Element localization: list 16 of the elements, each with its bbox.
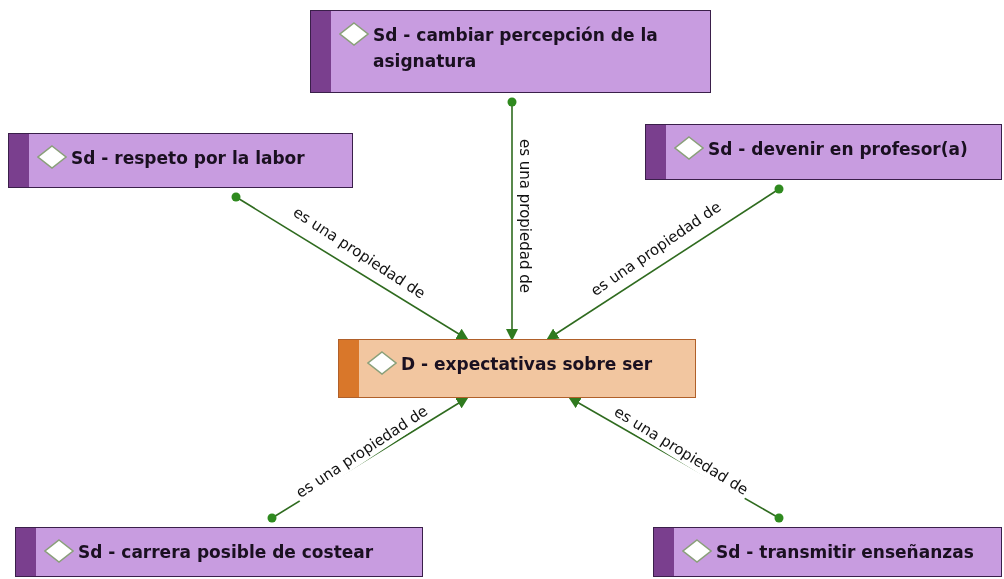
node-label: Sd - carrera posible de costear bbox=[78, 541, 374, 564]
node-label: Sd - transmitir enseñanzas bbox=[716, 541, 974, 564]
code-box bbox=[653, 527, 1002, 577]
node-label: Sd - cambiar percepción de la asignatura bbox=[373, 24, 659, 73]
code-box bbox=[15, 527, 423, 577]
arrow bbox=[231, 192, 469, 341]
node-label: Sd - respeto por la labor bbox=[71, 147, 305, 170]
arrow bbox=[546, 184, 784, 341]
node-label: Sd - devenir en profesor(a) bbox=[708, 138, 968, 161]
code-box bbox=[8, 133, 353, 188]
code-box bbox=[310, 10, 711, 93]
arrow bbox=[506, 97, 518, 341]
category-box bbox=[338, 339, 696, 398]
code-box bbox=[645, 124, 1002, 180]
node-label: D - expectativas sobre ser bbox=[401, 353, 653, 376]
edge-label: es una propiedad de bbox=[515, 137, 535, 295]
